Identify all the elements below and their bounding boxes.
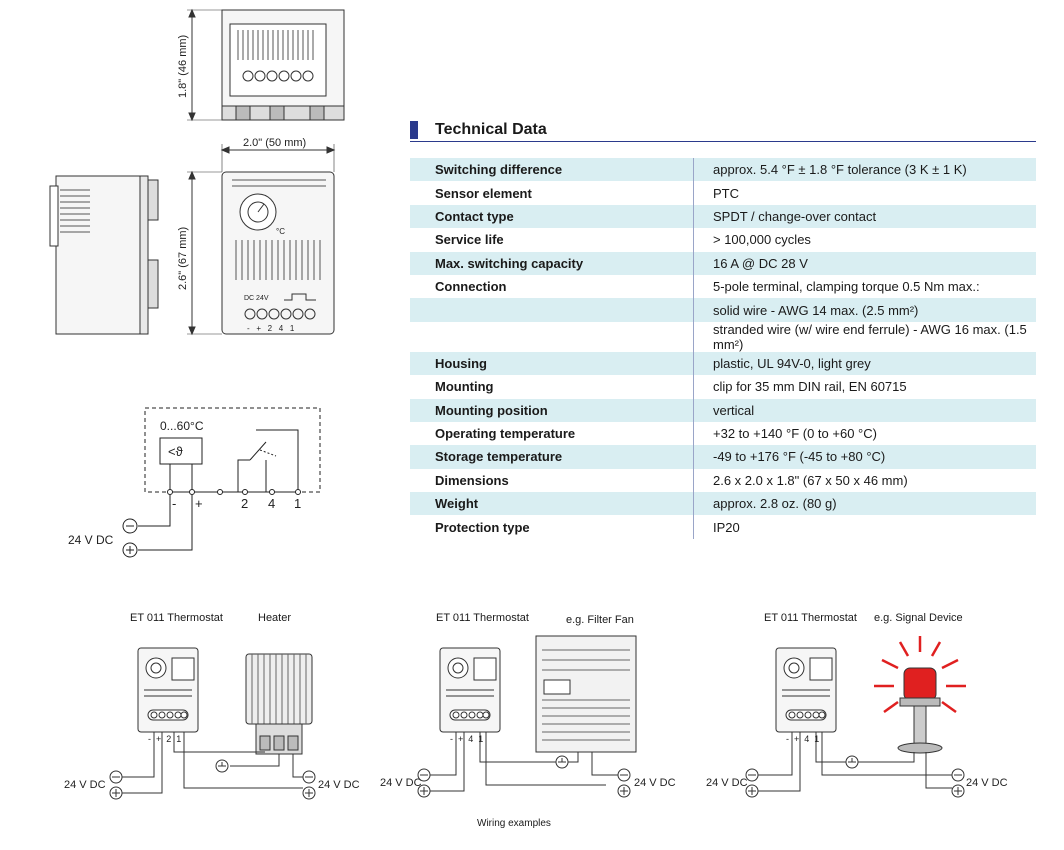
ex3-thermostat-label: ET 011 Thermostat [764,612,857,624]
ex2-terminal-numbers: - + 4 1 [450,734,483,744]
row-value: > 100,000 cycles [713,232,811,248]
terminal-2: 2 [241,496,248,511]
row-value: +32 to +140 °F (0 to +60 °C) [713,426,877,442]
ex2-right-supply: 24 V DC [634,777,676,789]
row-label: Service life [410,228,694,252]
row-label: Max. switching capacity [410,251,694,275]
ex1-device-label: Heater [258,612,292,624]
row-label: Housing [410,351,694,376]
terminal-plus: + [195,496,203,511]
row-label: Dimensions [410,468,694,493]
ex1-left-supply: 24 V DC [64,779,106,791]
table-row: Service life > 100,000 cycles [410,228,1036,252]
table-row: Storage temperature-49 to +176 °F (-45 t… [410,445,1036,469]
wiring-example-heater: - + 2 1 24 V DC 24 V DC [64,647,360,800]
ex3-left-supply: 24 V DC [706,777,748,789]
circuit-diagram: 0...60°C <ϑ - + 2 4 1 24 V DC [68,407,321,558]
table-row: Protection type IP20 [410,515,1036,539]
row-value: 2.6 x 2.0 x 1.8" (67 x 50 x 46 mm) [713,472,908,488]
row-label [410,321,694,352]
technical-data-title: Technical Data [435,121,547,138]
supply-label: 24 V DC [68,533,114,547]
ex3-device-label: e.g. Signal Device [874,612,963,624]
terminal-minus: - [172,496,176,511]
sensor-symbol: <ϑ [168,444,184,459]
circuit-range: 0...60°C [160,419,204,433]
row-label: Sensor element [410,181,694,205]
table-row: Mounting clip for 35 mm DIN rail, EN 6071… [410,375,1036,399]
dimension-drawings: 1.8" (46 mm) 2.0" (50 mm) 2.6" (67 mm) °… [49,8,345,336]
row-label: Mounting [410,375,694,399]
ex3-right-supply: 24 V DC [966,777,1008,789]
row-value: IP20 [713,519,740,535]
wiring-caption: Wiring examples [477,818,551,829]
row-value: vertical [693,398,1036,422]
terminal-label: DC 24V [244,295,269,302]
table-row: stranded wire (w/ wire end ferrule) - AW… [410,321,1036,352]
row-value: solid wire - AWG 14 max. (2.5 mm²) [693,298,1036,322]
row-value: plastic, UL 94V-0, light grey [693,351,1036,376]
row-label: Storage temperature [410,445,694,469]
row-value: 5-pole terminal, clamping torque 0.5 Nm … [713,279,980,295]
section-marker [410,121,418,139]
ex2-left-supply: 24 V DC [380,777,422,789]
terminal-4: 4 [268,496,275,511]
row-label: Switching difference [410,158,694,182]
table-row: Connection 5-pole terminal, clamping torq… [410,274,1036,299]
wiring-example-signal-device: - + 4 1 24 V DC 24 V DC [706,636,1008,798]
dim-height-front: 2.6" (67 mm) [177,227,189,290]
terminal-1: 1 [294,496,301,511]
ex3-terminal-numbers: - + 4 1 [786,734,819,744]
row-value: 16 A @ DC 28 V [693,251,1036,275]
row-label: Weight [410,492,694,516]
row-value: SPDT / change-over contact [693,204,1036,229]
ex1-right-supply: 24 V DC [318,779,360,791]
row-label: Protection type [410,515,694,539]
row-label: Operating temperature [410,421,694,446]
row-value: PTC [713,185,739,201]
row-label: Mounting position [410,398,694,422]
dim-width-front: 2.0" (50 mm) [243,137,306,149]
dim-height-side: 1.8" (46 mm) [177,35,189,98]
ex1-thermostat-label: ET 011 Thermostat [130,612,223,624]
table-row: solid wire - AWG 14 max. (2.5 mm²) [410,298,1036,322]
table-row: Operating temperature +32 to +140 °F (0 t… [410,421,1036,446]
table-row: Sensor element PTC [410,181,1036,205]
row-value: clip for 35 mm DIN rail, EN 60715 [713,379,907,395]
row-label [410,298,694,322]
dial-unit-label: °C [276,227,285,236]
ex2-thermostat-label: ET 011 Thermostat [436,612,529,624]
ex1-terminal-numbers: - + 2 1 [148,734,181,744]
row-value: approx. 2.8 oz. (80 g) [693,492,1036,516]
wiring-example-filter-fan: - + 4 1 24 V DC 24 V DC [380,635,676,798]
technical-data-header: Technical Data [410,119,1036,142]
ex2-device-label: e.g. Filter Fan [566,614,634,626]
table-row: Dimensions 2.6 x 2.0 x 1.8" (67 x 50 x 46… [410,468,1036,493]
row-value: approx. 5.4 °F ± 1.8 °F tolerance (3 K ±… [693,158,1036,182]
row-label: Contact type [410,204,694,229]
row-value: stranded wire (w/ wire end ferrule) - AW… [713,321,1027,352]
row-value: -49 to +176 °F (-45 to +80 °C) [693,445,1036,469]
row-label: Connection [410,274,694,299]
terminal-numbers: - + 2 4 1 [247,324,295,333]
